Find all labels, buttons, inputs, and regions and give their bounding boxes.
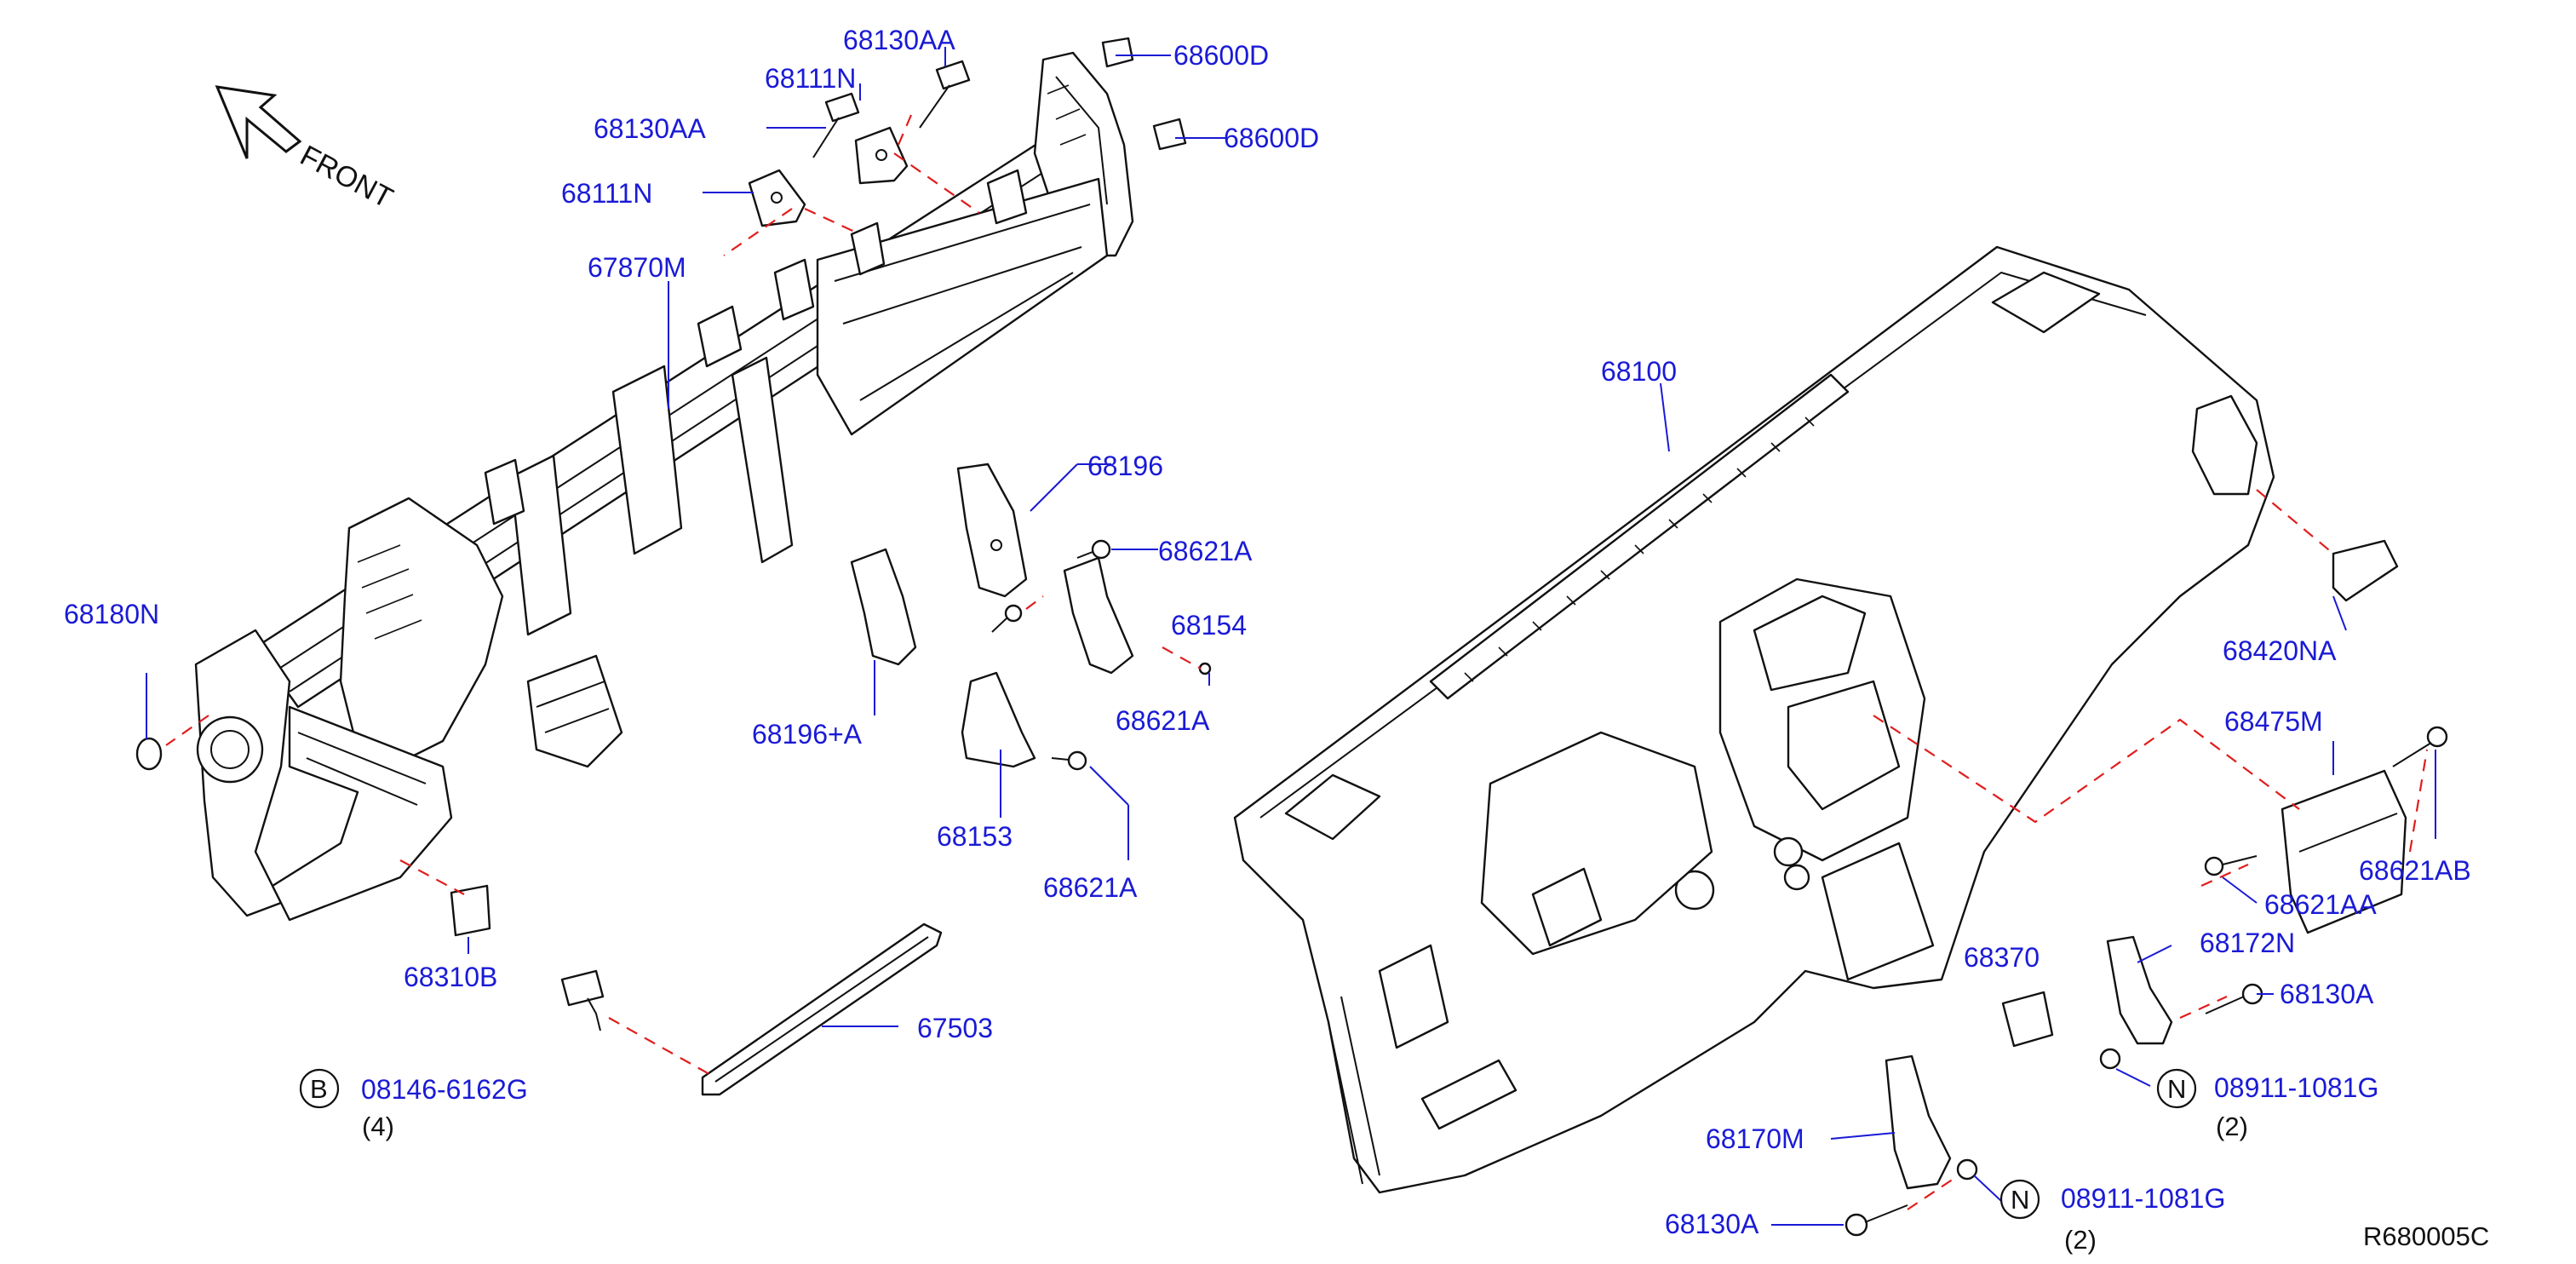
bracket-68111n-top [854,126,909,185]
bolt-08146-6162g [560,969,605,1031]
callout-68130a-2: 68130A [1665,1209,1759,1239]
quantity-08146: (4) [362,1112,394,1141]
bolt-68130aa-top [919,60,971,129]
quantity-08911-1: (2) [2216,1112,2248,1141]
svg-text:B: B [310,1074,328,1104]
callout-67503: 67503 [917,1013,993,1043]
callout-67870m: 67870M [588,252,686,283]
clip-68600d-1 [1101,37,1134,68]
callout-68153: 68153 [937,821,1013,852]
callout-68100: 68100 [1601,356,1677,387]
leader-lines [146,47,2436,1226]
svg-text:N: N [2167,1074,2186,1104]
svg-text:N: N [2011,1185,2029,1215]
screw-68621a-1 [1076,539,1111,560]
callout-68621a-1: 68621A [1158,536,1253,566]
screw-68621a-2 [1198,662,1212,675]
cap-68180n [135,737,163,771]
steering-member-assembly [194,51,1134,922]
callout-68130aa-left: 68130AA [594,113,706,144]
bracket-68154 [1063,556,1134,675]
screw-68621a-mid [991,604,1023,633]
bolt-68130aa-left [812,92,860,158]
callout-68420na: 68420NA [2223,635,2337,666]
drawing-code: R680005C [2363,1221,2489,1251]
circle-symbol-n-1: N [2156,1068,2197,1109]
bracket-68172n [2106,935,2173,1045]
callout-68475m: 68475M [2224,706,2323,737]
callout-68196: 68196 [1087,451,1163,481]
callout-68111n-top: 68111N [765,63,856,94]
bracket-68170m [1885,1054,1952,1190]
bracket-68196 [956,463,1028,598]
bracket-68111n-left [748,169,806,227]
nut-08911-2 [1956,1158,1978,1181]
callout-08911-1081g-1: 08911-1081G [2214,1072,2378,1103]
pad-68310b [450,884,491,937]
callout-labels: 68130AA 68111N 68600D 68600D 68130AA 681… [64,25,2471,1239]
front-label: FRONT [295,140,398,215]
callout-68154: 68154 [1171,610,1247,641]
bracket-68196a [850,548,917,666]
pad-68370 [2001,991,2054,1048]
callout-68621a-3: 68621A [1043,872,1138,903]
callout-68130a-1: 68130A [2280,979,2374,1009]
callout-68172n: 68172N [2200,928,2295,958]
clip-68600d-2 [1152,118,1187,151]
callout-68621aa: 68621AA [2264,889,2377,920]
callout-68180n: 68180N [64,599,159,629]
front-arrow-icon [215,85,302,159]
screw-68621aa [2204,855,2258,876]
stay-67503 [701,922,943,1096]
callout-68600d-1: 68600D [1173,40,1269,71]
callout-68130aa-top: 68130AA [843,25,955,55]
callout-68621ab: 68621AB [2359,855,2471,886]
callout-68111n-left: 68111N [561,178,652,209]
screw-68621a-3 [1051,750,1087,771]
nut-08911-1 [2099,1048,2121,1070]
bracket-68153 [961,671,1036,768]
circle-symbol-b: B [299,1068,340,1109]
callout-68621a-2: 68621A [1116,705,1210,736]
screw-68621ab [2392,726,2448,767]
circle-symbol-n-2: N [1999,1179,2040,1220]
bolt-68130a-1 [2205,983,2263,1014]
callout-68310b: 68310B [404,962,497,992]
bolt-68130a-2 [1845,1204,1908,1237]
callout-68370: 68370 [1964,942,2040,973]
callout-68196a: 68196+A [752,719,863,750]
callout-08146-6162g: 08146-6162G [361,1074,528,1105]
callout-68170m: 68170M [1706,1123,1804,1154]
quantity-08911-2: (2) [2064,1225,2097,1255]
dashed-alignment-lines [165,114,2429,1210]
pocket-68420na [2332,539,2399,602]
pocket-68475m [2281,769,2407,934]
instrument-panel [1233,245,2275,1194]
callout-68600d-2: 68600D [1224,123,1319,153]
callout-08911-1081g-2: 08911-1081G [2061,1183,2225,1214]
